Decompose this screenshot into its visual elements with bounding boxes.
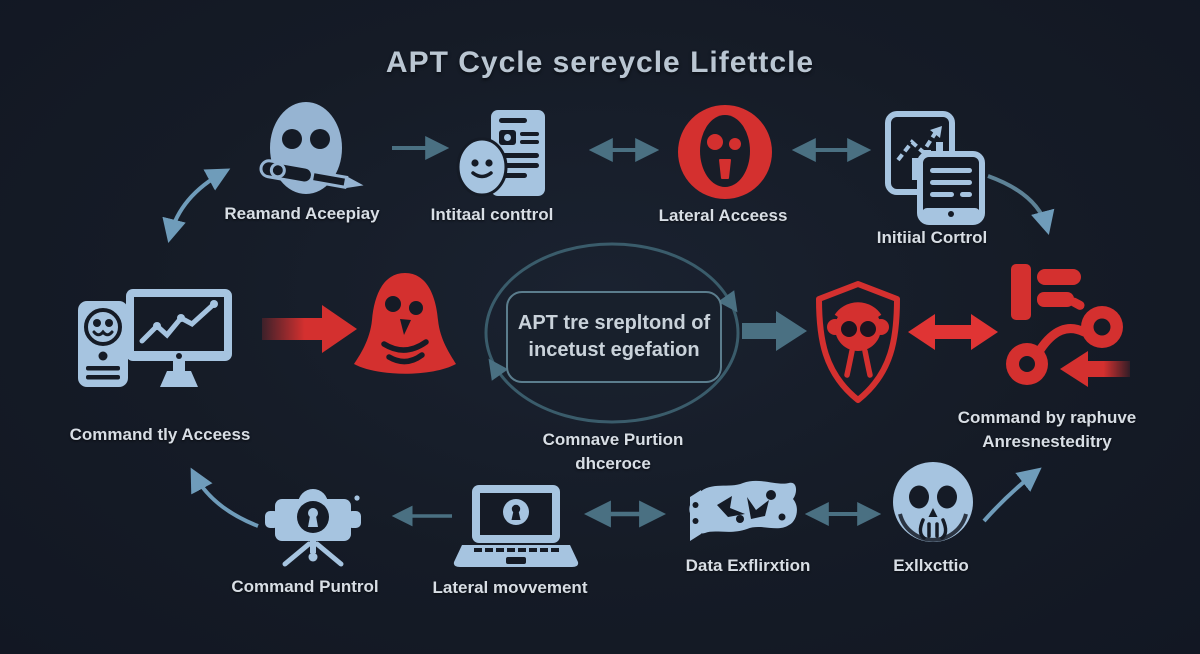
arrow-curve-bottom-right (982, 467, 1042, 523)
arrow-curve-top-right (987, 174, 1055, 235)
arrow-curve-top-left (162, 168, 231, 243)
arrow-red-computer-to-bell (262, 305, 357, 353)
arrow-ellipse-to-shield (742, 311, 807, 351)
shield-bug-icon (816, 281, 900, 403)
label-top-4: Initiial Cortrol (876, 228, 988, 247)
laptop-lock-icon (453, 485, 579, 567)
mask-tool-icon (259, 102, 364, 194)
monitor-chart-icon (885, 111, 985, 225)
cycle-arrowhead-top (717, 290, 738, 313)
apt-center-box: APT tre srepltond of incetust egefation (506, 291, 722, 383)
label-bottom-2: Lateral movvement (432, 578, 588, 597)
arrow-red-double-shield-pipeline (908, 314, 998, 350)
label-bottom-3: Data Exflirxtion (685, 556, 811, 575)
diagram-title: APT Cycle sereycle Lifettcle (385, 46, 815, 79)
label-middle-left: Command tly Acceess (69, 425, 251, 444)
computer-monitor-icon (78, 289, 232, 387)
label-top-1: Reamand Aceepiay (224, 204, 380, 223)
lock-tripod-icon (265, 489, 361, 567)
middle-right-line1: Command by raphuve (957, 408, 1137, 427)
label-center-caption: Comnave Purtion dhceroce (543, 428, 684, 476)
label-bottom-1: Command Puntrol (231, 577, 379, 596)
center-caption-line1: Comnave Purtion (542, 430, 684, 449)
center-caption-line2: dhceroce (575, 454, 651, 473)
document-user-icon (456, 110, 545, 197)
arrow-curve-bottom-left (190, 467, 259, 528)
label-top-2: Intitaal conttrol (430, 205, 554, 224)
red-mask-circle-icon (678, 105, 772, 199)
center-box-line2: incetust egefation (528, 339, 700, 361)
label-bottom-4: Exllxcttio (893, 556, 969, 575)
cycle-arrowhead-bottom (488, 358, 509, 381)
skull-icon (893, 462, 973, 542)
map-icon (689, 480, 797, 541)
alert-bell-icon (354, 273, 456, 374)
cycle-ellipse (484, 242, 740, 424)
label-top-3: Lateral Acceess (658, 206, 788, 225)
center-box-line1: APT tre srepltond of (517, 312, 711, 334)
middle-right-line2: Anresnesteditry (982, 432, 1112, 451)
red-pipeline-icon (1006, 264, 1130, 387)
label-middle-right: Command by raphuve Anresnesteditry (958, 406, 1137, 454)
